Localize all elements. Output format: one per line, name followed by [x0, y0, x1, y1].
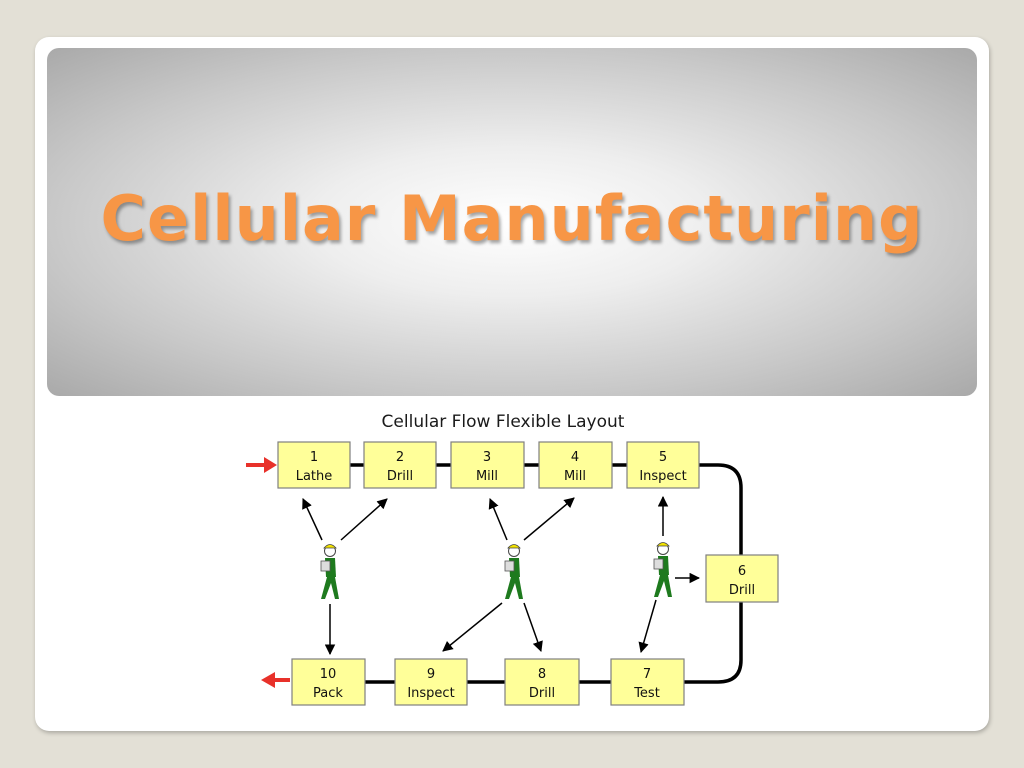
station-label: Inspect — [407, 686, 454, 701]
worker-arrows — [442, 497, 575, 652]
station-label: Drill — [529, 686, 555, 701]
exit-arrow-icon — [261, 672, 290, 688]
station-number: 5 — [659, 450, 667, 465]
station-label: Lathe — [296, 469, 333, 484]
station-number: 4 — [571, 450, 579, 465]
worker-arrows — [302, 498, 388, 656]
worker-icon — [504, 544, 523, 599]
station-5: 5 Inspect — [626, 441, 700, 489]
station-6: 6 Drill — [705, 554, 779, 603]
worker-icon — [653, 542, 672, 597]
flow-line — [350, 463, 743, 684]
station-label: Drill — [387, 469, 413, 484]
station-number: 7 — [643, 667, 651, 682]
station-label: Mill — [476, 469, 498, 484]
station-7: 7 Test — [610, 658, 685, 706]
station-3: 3 Mill — [450, 441, 525, 489]
station-number: 2 — [396, 450, 404, 465]
station-number: 6 — [738, 564, 746, 579]
station-8: 8 Drill — [504, 658, 580, 706]
station-label: Test — [633, 686, 660, 701]
entry-arrow-icon — [246, 457, 277, 473]
diagram-title: Cellular Flow Flexible Layout — [382, 412, 625, 432]
slide-title: Cellular Manufacturing — [100, 182, 924, 255]
station-2: 2 Drill — [363, 441, 437, 489]
station-10: 10 Pack — [291, 658, 366, 706]
station-1: 1 Lathe — [277, 441, 351, 489]
worker-icon — [320, 544, 339, 599]
station-number: 3 — [483, 450, 491, 465]
station-number: 10 — [320, 667, 337, 682]
station-label: Inspect — [639, 469, 686, 484]
station-4: 4 Mill — [538, 441, 613, 489]
worker-arrows — [638, 495, 701, 654]
station-9: 9 Inspect — [394, 658, 468, 706]
title-panel — [47, 48, 977, 396]
station-label: Mill — [564, 469, 586, 484]
station-number: 1 — [310, 450, 318, 465]
station-label: Pack — [313, 686, 343, 701]
station-label: Drill — [729, 583, 755, 598]
station-number: 8 — [538, 667, 546, 682]
station-number: 9 — [427, 667, 435, 682]
